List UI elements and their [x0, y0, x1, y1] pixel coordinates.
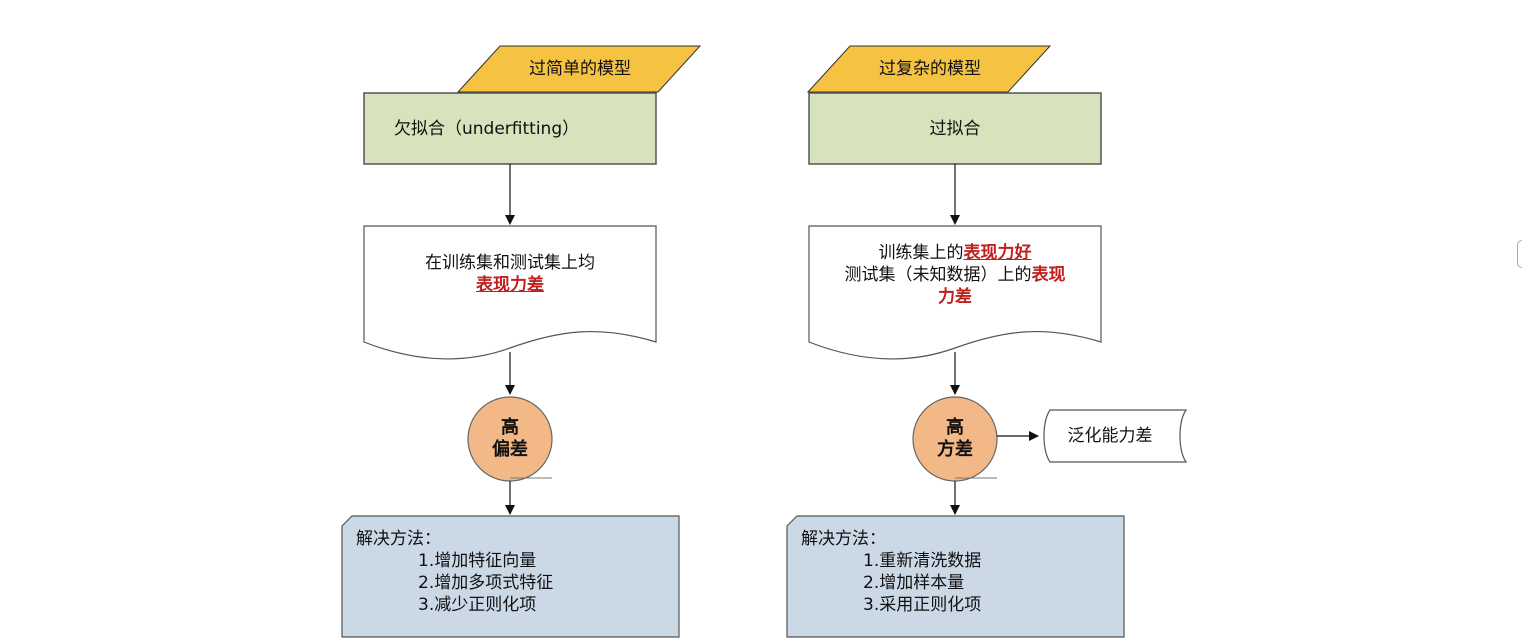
right-circle-line1: 高	[946, 417, 964, 438]
right-solution-box	[786, 515, 1125, 638]
left-solution-title: 解决方法：	[356, 529, 441, 549]
right-document-text: 训练集上的表现力好 测试集（未知数据）上的表现 力差	[809, 240, 1101, 310]
right-solution-item: 1.重新清洗数据	[863, 551, 982, 571]
right-doc-line3: 力差	[938, 287, 972, 307]
right-circle-line2: 方差	[937, 439, 973, 460]
right-solution-text: 解决方法： 1.重新清洗数据 2.增加样本量 3.采用正则化项	[801, 528, 981, 616]
left-doc-highlight: 表现力差	[476, 275, 544, 295]
scroll-handle[interactable]	[1517, 240, 1522, 268]
left-solution-item: 2.增加多项式特征	[418, 573, 554, 593]
left-header-label: 过简单的模型	[529, 59, 631, 79]
left-solution-text: 解决方法： 1.增加特征向量 2.增加多项式特征 3.减少正则化项	[356, 528, 553, 616]
left-document-shape	[363, 225, 657, 360]
left-solution-box	[341, 515, 680, 638]
right-header-label: 过复杂的模型	[879, 59, 981, 79]
right-header-parallelogram	[806, 45, 1052, 93]
right-solution-title: 解决方法：	[801, 529, 886, 549]
left-header-parallelogram	[456, 45, 702, 93]
side-note-label: 泛化能力差	[1067, 426, 1153, 446]
left-document-text: 在训练集和测试集上均 表现力差	[364, 250, 656, 298]
right-doc-line1: 训练集上的表现力好	[878, 243, 1032, 263]
right-circle-text: 高 方差	[915, 415, 995, 463]
left-solution-item: 1.增加特征向量	[418, 551, 537, 571]
left-solution-item: 3.减少正则化项	[418, 595, 537, 615]
left-doc-line1: 在训练集和测试集上均	[425, 253, 595, 273]
left-circle-line1: 高	[501, 417, 519, 438]
right-document-shape	[808, 225, 1102, 360]
left-process-box	[363, 92, 657, 165]
left-circle-text: 高 偏差	[470, 415, 550, 463]
right-solution-item: 3.采用正则化项	[863, 595, 982, 615]
right-solution-item: 2.增加样本量	[863, 573, 965, 593]
left-circle-line2: 偏差	[492, 439, 528, 460]
left-process-label: 欠拟合（underfitting）	[394, 119, 580, 139]
right-process-label: 过拟合	[929, 119, 981, 139]
side-note-shape	[1043, 409, 1188, 463]
right-doc-line2: 测试集（未知数据）上的表现	[844, 265, 1066, 285]
